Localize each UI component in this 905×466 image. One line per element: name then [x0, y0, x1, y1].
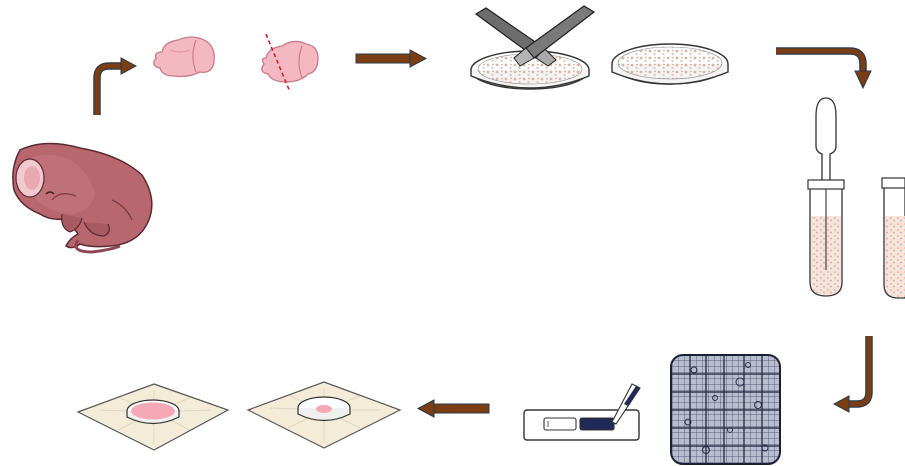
hemocytometer-icon	[671, 355, 780, 464]
culture-insert-icon	[78, 384, 228, 450]
culture-insert-icon-2	[248, 382, 400, 448]
arrow-pup-to-brain	[97, 58, 136, 115]
brain-cut-icon	[262, 34, 318, 92]
pup-icon	[13, 143, 152, 252]
pipette-tube-icon	[808, 98, 844, 296]
dish-blades-icon	[471, 6, 594, 89]
tube-icon	[882, 178, 905, 298]
arrow-tube-to-hemocytometer	[834, 336, 869, 412]
brain-icon	[154, 37, 215, 77]
cell-counter-slide-icon	[524, 384, 640, 440]
arrow-dish-to-tube	[776, 51, 871, 88]
arrow-brain-to-dish	[356, 50, 426, 67]
arrow-slide-to-culture	[418, 400, 489, 417]
dish-cells-icon	[612, 44, 728, 84]
